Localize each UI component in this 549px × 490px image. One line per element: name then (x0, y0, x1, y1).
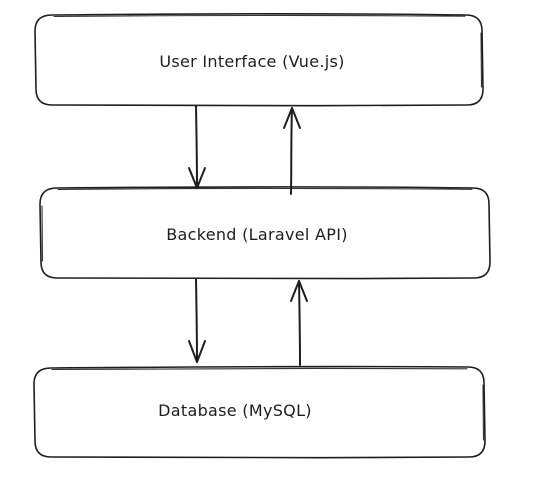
backend-node-sketch (41, 187, 473, 262)
ui-node-border (34, 13, 484, 107)
arrow-database-to-backend-head (290, 280, 308, 302)
arrow-ui-to-backend (188, 105, 206, 189)
arrow-database-to-backend (290, 280, 308, 366)
backend-node-label: Backend (Laravel API) (166, 225, 348, 244)
database-node-border (33, 365, 486, 459)
arrow-backend-to-ui-head (283, 107, 301, 129)
arrow-backend-to-ui (283, 107, 301, 195)
ui-node-sketch (53, 14, 483, 88)
ui-node-label: User Interface (Vue.js) (159, 52, 344, 71)
arrow-backend-to-database-head (188, 340, 206, 363)
database-node: Database (MySQL) (33, 365, 486, 459)
database-node-label: Database (MySQL) (158, 401, 312, 420)
arrow-backend-to-ui-shaft (290, 107, 293, 195)
arrow-backend-to-database (188, 278, 206, 363)
backend-node: Backend (Laravel API) (39, 186, 491, 280)
database-node-sketch (51, 367, 485, 441)
arrow-database-to-backend-shaft (298, 280, 301, 366)
arrow-ui-to-backend-head (188, 167, 206, 189)
backend-node-border (39, 186, 491, 280)
arrow-ui-to-backend-shaft (195, 105, 198, 189)
arrow-backend-to-database-shaft (195, 278, 198, 363)
ui-node: User Interface (Vue.js) (34, 13, 484, 107)
